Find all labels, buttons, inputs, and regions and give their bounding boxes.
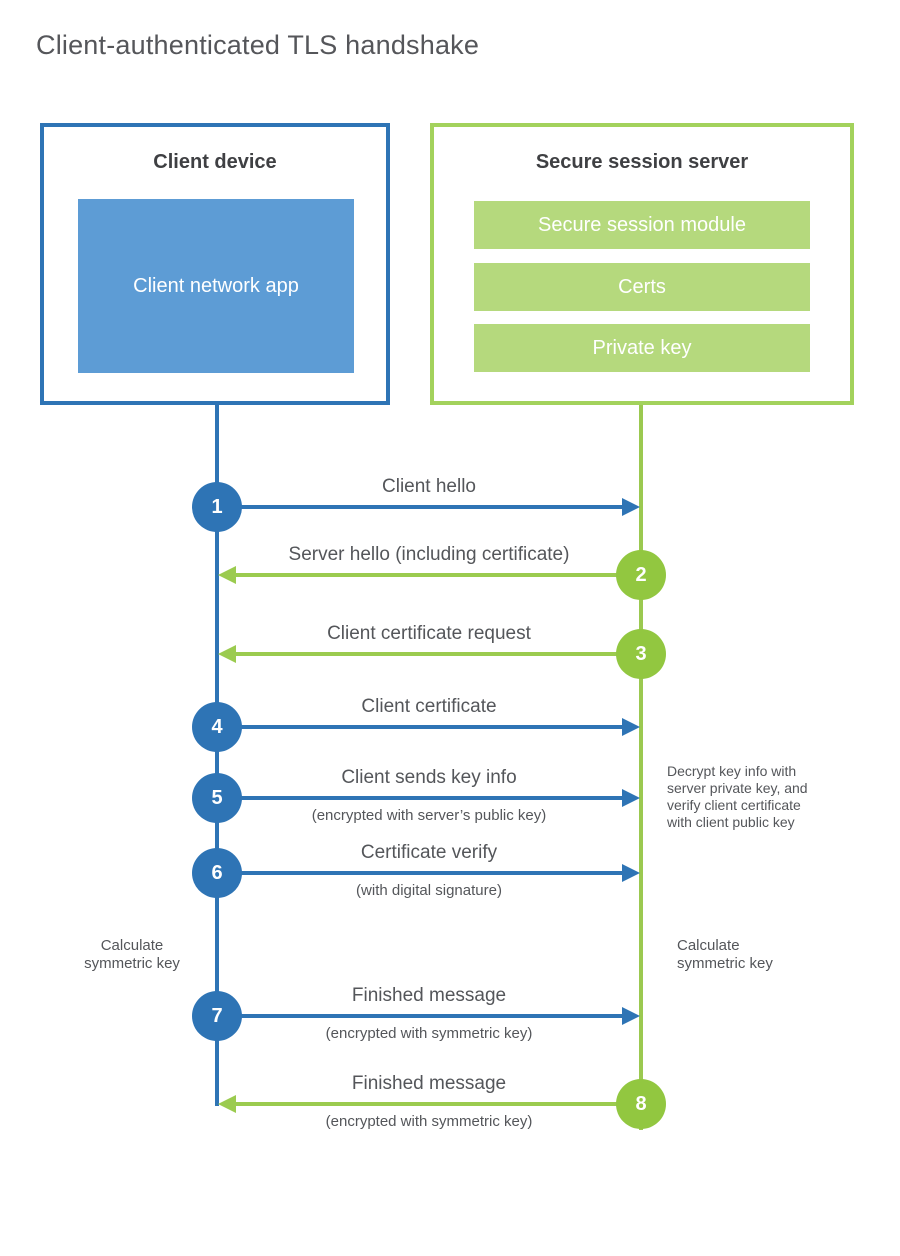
- step-5-circle: 5: [192, 773, 242, 823]
- step-4-circle: 4: [192, 702, 242, 752]
- client-device-title: Client device: [153, 151, 277, 173]
- server-lifeline: [639, 405, 643, 1130]
- step-5-arrowhead-right-icon: [622, 789, 640, 807]
- step-8-circle: 8: [616, 1079, 666, 1129]
- step-1-circle: 1: [192, 482, 242, 532]
- step-6-arrowhead-right-icon: [622, 864, 640, 882]
- note-calculate-symmetric-key-client: Calculate symmetric key: [84, 937, 180, 972]
- step-2-circle: 2: [616, 550, 666, 600]
- step-7-sublabel: (encrypted with symmetric key): [325, 1025, 533, 1042]
- note-calculate-symmetric-key-server: Calculate symmetric key: [677, 937, 773, 972]
- step-7-arrow-line: [217, 1014, 622, 1018]
- step-3-arrow-line: [236, 652, 641, 656]
- step-3-arrowhead-left-icon: [218, 645, 236, 663]
- step-5-label: Client sends key info: [341, 767, 517, 788]
- step-5-sublabel: (encrypted with server’s public key): [311, 807, 547, 824]
- step-2-arrowhead-left-icon: [218, 566, 236, 584]
- step-3-circle: 3: [616, 629, 666, 679]
- step-2-arrow-line: [236, 573, 641, 577]
- client-device-box: Client device Client network app: [40, 123, 390, 405]
- step-2-label: Server hello (including certificate): [288, 544, 570, 565]
- step-6-sublabel: (with digital signature): [356, 882, 502, 899]
- step-7-arrowhead-right-icon: [622, 1007, 640, 1025]
- step-1-arrow-line: [217, 505, 622, 509]
- secure-session-server-box: Secure session server Secure session mod…: [430, 123, 854, 405]
- step-3-label: Client certificate request: [327, 623, 531, 644]
- step-4-label: Client certificate: [361, 696, 497, 717]
- step-8-label: Finished message: [351, 1073, 507, 1094]
- step-8-arrowhead-left-icon: [218, 1095, 236, 1113]
- step-6-arrow-line: [217, 871, 622, 875]
- step-1-arrowhead-right-icon: [622, 498, 640, 516]
- step-7-circle: 7: [192, 991, 242, 1041]
- note-decrypt-key-info: Decrypt key info with server private key…: [667, 763, 808, 830]
- page-title: Client-authenticated TLS handshake: [36, 30, 480, 60]
- server-module-certs: Certs: [474, 263, 810, 311]
- server-module-secure-session: Secure session module: [474, 201, 810, 249]
- secure-session-server-title: Secure session server: [535, 151, 749, 173]
- step-5-arrow-line: [217, 796, 622, 800]
- step-7-label: Finished message: [351, 985, 507, 1006]
- step-4-arrowhead-right-icon: [622, 718, 640, 736]
- step-1-label: Client hello: [382, 476, 476, 497]
- step-6-circle: 6: [192, 848, 242, 898]
- step-6-label: Certificate verify: [360, 842, 498, 863]
- step-8-arrow-line: [236, 1102, 641, 1106]
- server-module-private-key: Private key: [474, 324, 810, 372]
- step-8-sublabel: (encrypted with symmetric key): [325, 1113, 533, 1130]
- client-lifeline: [215, 405, 219, 1106]
- client-network-app-box: Client network app: [78, 199, 354, 373]
- step-4-arrow-line: [217, 725, 622, 729]
